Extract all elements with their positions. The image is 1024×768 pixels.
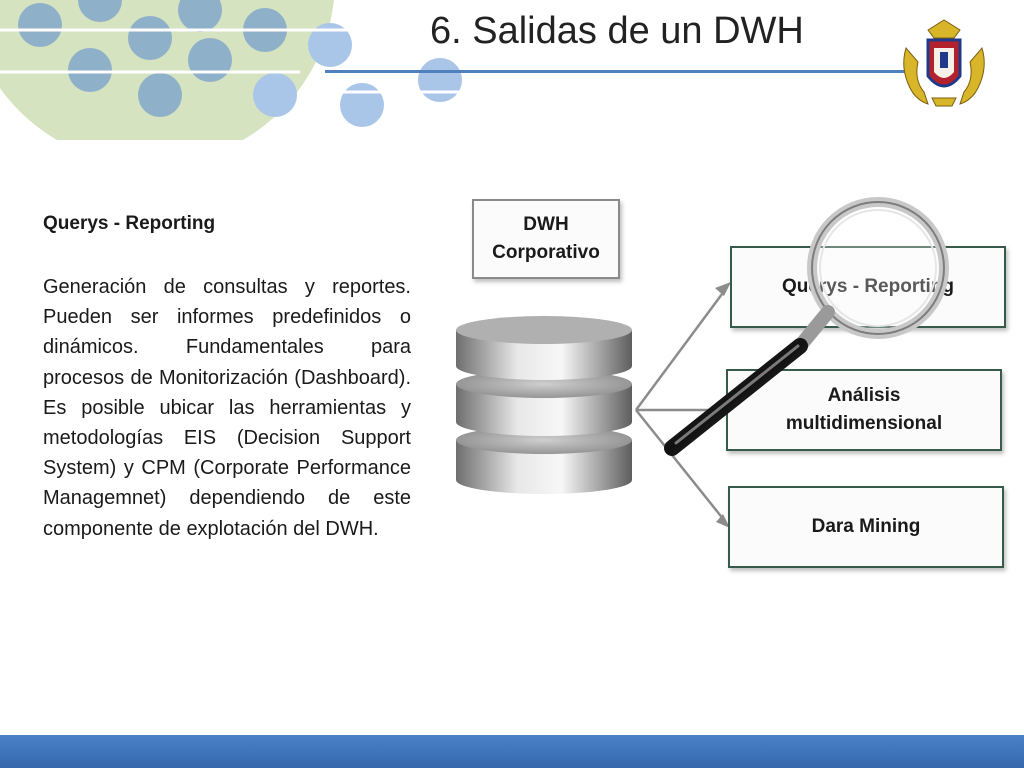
- slide-title: 6. Salidas de un DWH: [430, 10, 804, 52]
- output-label: Análisis multidimensional: [785, 385, 943, 434]
- output-label: Dara Mining: [811, 516, 921, 537]
- output-box-analisis-multidimensional: Análisis multidimensional: [726, 369, 1002, 451]
- output-box-data-mining: Dara Mining: [728, 486, 1004, 568]
- section-heading: Querys - Reporting: [43, 213, 216, 234]
- dwh-source-label: DWH Corporativo: [492, 214, 600, 263]
- university-crest-logo: [903, 19, 985, 107]
- title-underline: [325, 70, 905, 73]
- dwh-source-box: DWH Corporativo: [472, 199, 620, 279]
- output-box-querys-reporting: Querys - Reporting: [730, 246, 1006, 328]
- description-paragraph: Generación de consultas y reportes. Pued…: [43, 276, 411, 540]
- footer-bar: [0, 735, 1024, 768]
- database-icon: [456, 316, 632, 494]
- decorative-circles: [0, 0, 480, 140]
